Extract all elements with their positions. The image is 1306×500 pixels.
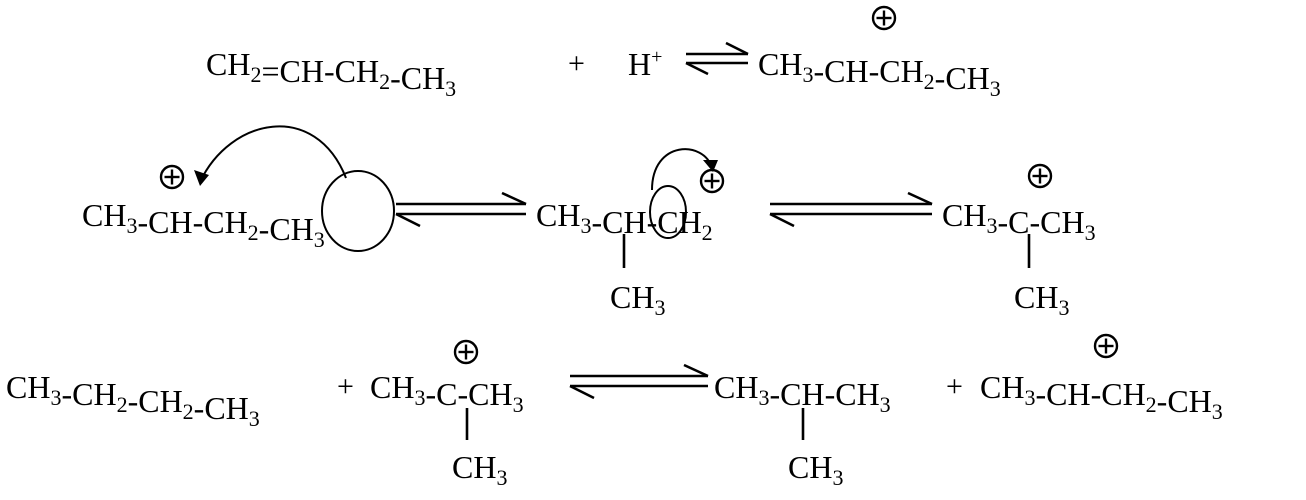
r2-methyl-shift-curved-arrow: [199, 125, 347, 183]
r3-reactant-butane: CH3-CH2-CH2-CH3: [6, 369, 260, 431]
r2-equilibrium-arrow-2: [769, 191, 933, 228]
reaction-1: CH2=CH-CH2-CH3 + H+ CH3-CH-CH2-CH3: [206, 5, 1001, 101]
r2-methyl-shift-arrowhead: [194, 170, 209, 186]
r3-reactant-branch-methyl: CH3: [452, 449, 507, 490]
r2-left-positive-charge-icon: [159, 164, 185, 190]
r1-equilibrium-arrow: [685, 41, 749, 76]
r2-middle-carbocation: CH3-CH-CH2: [536, 197, 713, 245]
r3-plus-sign-2: +: [946, 370, 963, 403]
r2-hydride-highlight-circle: [649, 185, 687, 239]
r2-hydride-shift-curved-arrow: [651, 148, 713, 191]
r1-positive-charge-icon: [871, 5, 897, 31]
reaction-3: CH3-CH2-CH2-CH3 + CH3-C-CH3 CH3 CH3-CH-C…: [6, 333, 1223, 490]
r3-product-positive-charge-icon: [1093, 333, 1119, 359]
r2-hydride-shift-arrowhead: [703, 160, 718, 172]
r2-equilibrium-arrow-1: [395, 191, 527, 228]
r2-left-carbocation: CH3-CH-CH2-CH3: [82, 197, 325, 252]
r3-reactant-positive-charge-icon: [453, 339, 479, 365]
reaction-2: CH3-CH-CH2-CH3 CH3-CH-CH2 CH3 CH3-C-CH3: [82, 125, 1096, 320]
r1-reactant-butene: CH2=CH-CH2-CH3: [206, 46, 456, 101]
r3-equilibrium-arrow: [569, 363, 709, 400]
r2-right-positive-charge-icon: [1027, 163, 1053, 189]
r2-right-branch-methyl: CH3: [1014, 279, 1069, 320]
r3-reactant-carbocation: CH3-C-CH3: [370, 369, 524, 417]
r2-middle-positive-charge-icon: [699, 168, 725, 194]
r1-plus-sign: +: [568, 47, 585, 80]
r2-right-carbocation: CH3-C-CH3: [942, 197, 1096, 245]
r1-reactant-proton: H+: [628, 46, 662, 82]
r3-product-branch-methyl: CH3: [788, 449, 843, 490]
r3-product-carbocation: CH3-CH-CH2-CH3: [980, 369, 1223, 424]
r2-methyl-highlight-circle: [321, 170, 395, 252]
r2-middle-branch-methyl: CH3: [610, 279, 665, 320]
r3-plus-sign-1: +: [337, 370, 354, 403]
r1-product-carbocation: CH3-CH-CH2-CH3: [758, 46, 1001, 101]
r3-product-isobutane: CH3-CH-CH3: [714, 369, 891, 417]
